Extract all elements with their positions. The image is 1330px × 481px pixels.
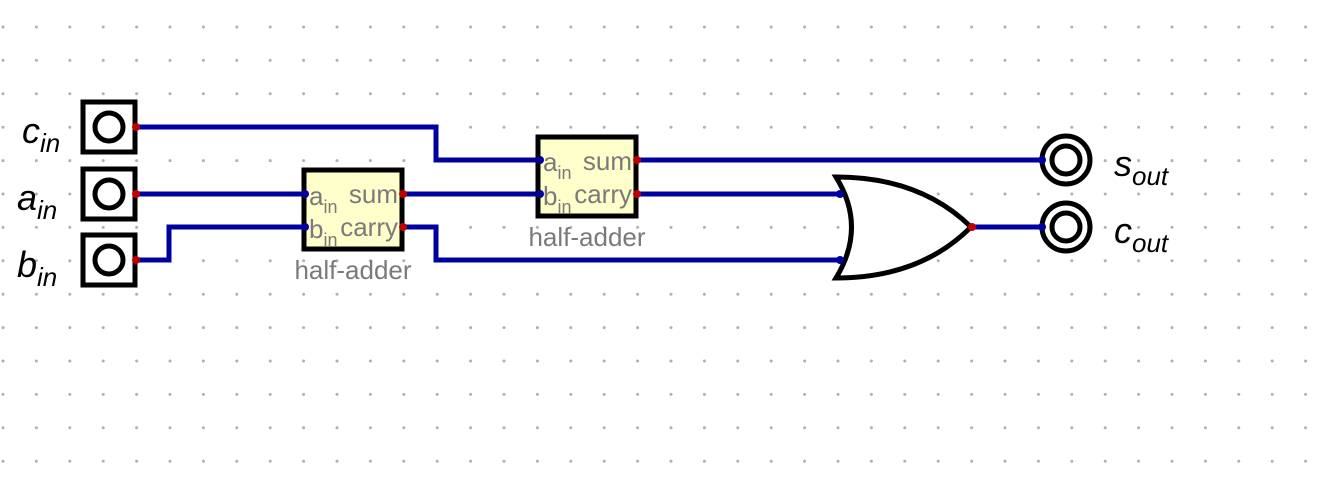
wires [136, 124, 1042, 263]
output-pin-cout[interactable] [1038, 200, 1093, 254]
or-gate[interactable] [831, 174, 976, 281]
label-bin: bin [17, 244, 57, 292]
ha1-pin-carry-label: carry [340, 212, 398, 242]
ha1-name: half-adder [294, 255, 411, 285]
label-sout: sout [1114, 143, 1170, 191]
ha1-pin-sum-label: sum [349, 179, 398, 209]
wire-ha1-carry-to-or [403, 224, 840, 263]
half-adder-1[interactable]: ain bin sum carry [301, 167, 407, 252]
label-ain: ain [17, 177, 57, 225]
ha2-pin-a-label: ain [543, 147, 571, 183]
input-pin-ain[interactable] [80, 166, 140, 222]
wire-cin-to-ha2-a [136, 124, 540, 163]
label-cin: cin [22, 110, 60, 158]
input-pin-bin[interactable] [80, 232, 140, 288]
ha2-name: half-adder [528, 222, 645, 252]
ha2-pin-sum-label: sum [583, 146, 632, 176]
input-pin-cin[interactable] [80, 99, 140, 155]
label-cout: cout [1114, 210, 1170, 258]
output-pin-sout[interactable] [1038, 133, 1093, 187]
half-adder-2[interactable]: ain bin sum carry [535, 134, 641, 219]
ha2-pin-b-label: bin [543, 181, 571, 217]
wire-bin-to-ha1-b [136, 224, 305, 263]
ha1-pin-a-label: ain [309, 181, 337, 217]
ha2-pin-carry-label: carry [574, 179, 632, 209]
ha1-pin-b-label: bin [309, 214, 337, 250]
grid-dots [1, 25, 1308, 463]
